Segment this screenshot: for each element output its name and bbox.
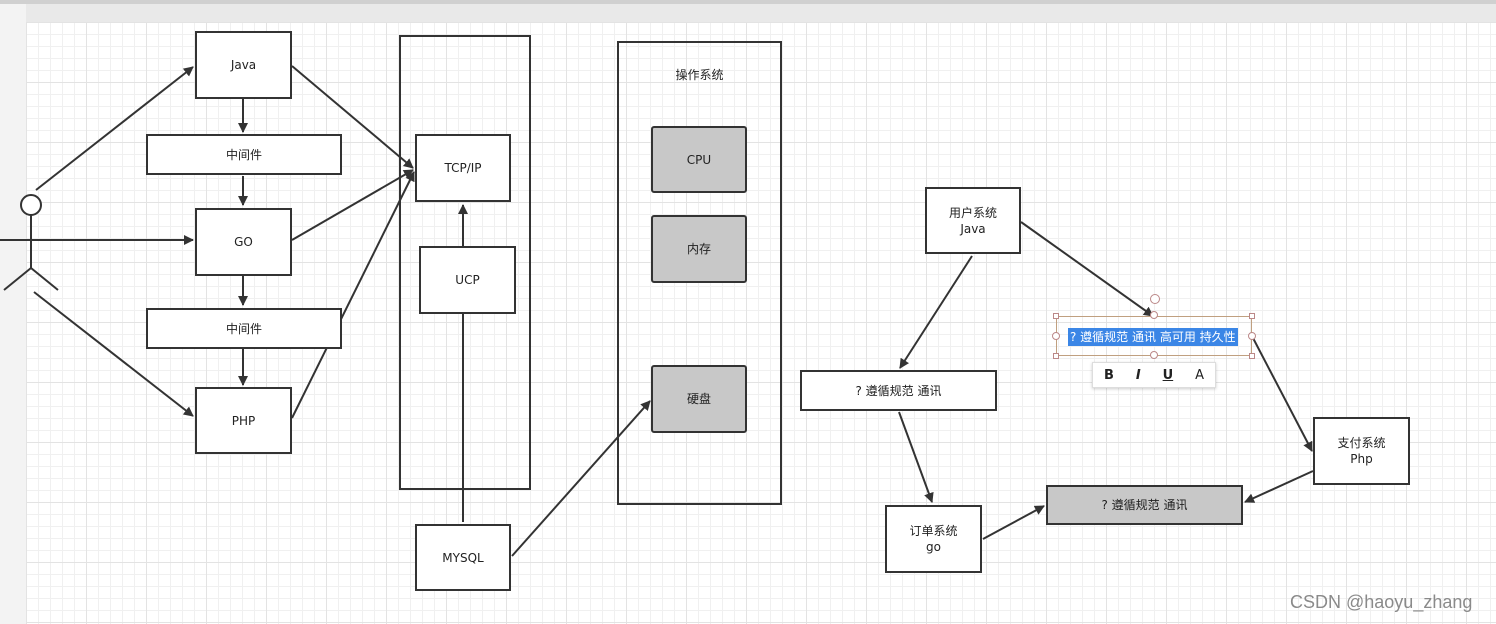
resize-handle-tr[interactable] bbox=[1249, 313, 1255, 319]
rotate-handle[interactable] bbox=[1150, 294, 1160, 304]
node-mysql-label: MYSQL bbox=[442, 550, 484, 565]
node-middleware-2-label: 中间件 bbox=[225, 321, 262, 336]
node-order-system[interactable]: 订单系统 go bbox=[885, 505, 982, 573]
node-memory[interactable]: 内存 bbox=[651, 215, 747, 283]
node-java[interactable]: Java bbox=[195, 31, 292, 99]
underline-button[interactable]: U bbox=[1162, 367, 1174, 383]
node-comm-left[interactable]: ? 遵循规范 通讯 bbox=[800, 370, 997, 411]
node-order-system-label: 订单系统 go bbox=[909, 524, 958, 554]
node-java-label: Java bbox=[230, 58, 257, 72]
network-container[interactable] bbox=[399, 35, 531, 490]
node-ucp-label: UCP bbox=[455, 273, 480, 287]
node-middleware-1[interactable]: 中间件 bbox=[146, 134, 342, 175]
node-user-system[interactable]: 用户系统 Java bbox=[925, 187, 1021, 254]
connect-handle-right[interactable] bbox=[1248, 332, 1256, 340]
node-go-label: GO bbox=[234, 235, 253, 249]
resize-handle-tl[interactable] bbox=[1053, 313, 1059, 319]
watermark: CSDN @haoyu_zhang bbox=[1290, 592, 1473, 612]
node-mysql[interactable]: MYSQL bbox=[415, 524, 511, 591]
bold-button[interactable]: B bbox=[1103, 367, 1114, 383]
italic-button[interactable]: I bbox=[1135, 367, 1141, 383]
node-cpu[interactable]: CPU bbox=[651, 126, 747, 193]
resize-handle-bl[interactable] bbox=[1053, 353, 1059, 359]
node-disk[interactable]: 硬盘 bbox=[651, 365, 747, 433]
text-format-toolbar: B I U A bbox=[1092, 362, 1216, 388]
top-border bbox=[0, 0, 1496, 4]
node-user-system-label: 用户系统 Java bbox=[948, 205, 997, 236]
node-comm-bottom-label: ? 遵循规范 通讯 bbox=[1101, 498, 1188, 512]
node-php[interactable]: PHP bbox=[195, 387, 292, 454]
node-disk-label: 硬盘 bbox=[686, 392, 711, 406]
node-go[interactable]: GO bbox=[195, 208, 292, 276]
os-container-label: 操作系统 bbox=[675, 68, 724, 82]
node-tcpip[interactable]: TCP/IP bbox=[415, 134, 511, 202]
connect-handle-top[interactable] bbox=[1150, 311, 1158, 319]
connect-handle-bottom[interactable] bbox=[1150, 351, 1158, 359]
selected-node-text[interactable]: ? 遵循规范 通讯 高可用 持久性 bbox=[1068, 328, 1238, 346]
node-comm-bottom[interactable]: ? 遵循规范 通讯 bbox=[1046, 485, 1243, 525]
node-memory-label: 内存 bbox=[686, 242, 711, 256]
node-middleware-1-label: 中间件 bbox=[225, 147, 262, 162]
node-pay-system[interactable]: 支付系统 Php bbox=[1313, 417, 1410, 485]
node-ucp[interactable]: UCP bbox=[419, 246, 516, 314]
os-container[interactable]: 操作系统 bbox=[617, 41, 782, 505]
left-margin bbox=[0, 4, 26, 624]
node-cpu-label: CPU bbox=[686, 152, 712, 167]
node-pay-system-label: 支付系统 Php bbox=[1337, 436, 1386, 466]
node-tcpip-label: TCP/IP bbox=[444, 161, 482, 175]
font-color-button[interactable]: A bbox=[1195, 367, 1205, 383]
connect-handle-left[interactable] bbox=[1052, 332, 1060, 340]
resize-handle-br[interactable] bbox=[1249, 353, 1255, 359]
node-middleware-2[interactable]: 中间件 bbox=[146, 308, 342, 349]
node-comm-left-label: ? 遵循规范 通讯 bbox=[855, 383, 942, 398]
node-php-label: PHP bbox=[231, 413, 256, 428]
